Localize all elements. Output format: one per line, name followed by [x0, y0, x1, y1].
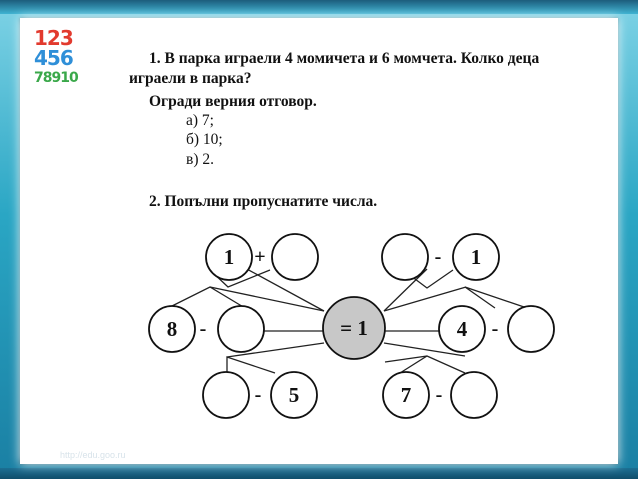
worksheet-slide: 123 456 78910 1. В парка играели 4 момич…: [20, 18, 618, 464]
circle-bottom-right-a: [382, 371, 430, 419]
task1-instruction: Огради верния отговор.: [149, 93, 317, 110]
pair-bottom-left: - 5: [202, 371, 318, 419]
task1-line2: играели в парка?: [129, 70, 252, 87]
value-top-left-a: 1: [224, 245, 235, 269]
connector-bottom-right-2: [384, 355, 428, 363]
logo-row-1: 123: [34, 26, 74, 50]
task1-option-a: а) 7;: [186, 112, 214, 129]
circle-bottom-right-b[interactable]: [450, 371, 498, 419]
connector-bottom-left: [226, 342, 325, 358]
circle-top-right-b: [452, 233, 500, 281]
circle-mid-right-a: [438, 305, 486, 353]
value-center: = 1: [340, 316, 368, 340]
circle-mid-left-a: [148, 305, 196, 353]
value-bottom-right-a: 7: [401, 383, 412, 407]
logo-row-2: 456: [34, 46, 74, 70]
value-top-right-b: 1: [471, 245, 482, 269]
watermark: http://edu.goo.ru: [60, 450, 126, 460]
pair-mid-left: 8 -: [148, 305, 265, 353]
connector-top-right-2: [383, 268, 428, 312]
logo-row-3: 78910: [34, 70, 79, 86]
circle-center: [322, 296, 386, 360]
task1-line1: 1. В парка играели 4 момичета и 6 момчет…: [149, 50, 540, 67]
connector-bottom-right: [383, 342, 466, 357]
pair-top-right: - 1: [381, 233, 500, 281]
number-web-diagram: 1 + - 1 8 - = 1 4: [148, 233, 555, 419]
circle-top-left-b[interactable]: [271, 233, 319, 281]
circle-mid-left-b[interactable]: [217, 305, 265, 353]
circle-top-left-a: [205, 233, 253, 281]
frame-bottom: [0, 468, 638, 479]
op-top-right: -: [435, 246, 442, 268]
branch-mid-left: [167, 286, 246, 309]
circle-bottom-left-b: [270, 371, 318, 419]
connector-top-left: [209, 286, 325, 312]
pair-bottom-right: 7 -: [382, 371, 498, 419]
op-bottom-right: -: [436, 384, 443, 406]
task2-title: 2. Попълни пропуснатите числа.: [149, 193, 378, 210]
op-bottom-left: -: [255, 384, 262, 406]
branch-bottom-left: [226, 356, 276, 374]
task1-option-b: б) 10;: [186, 131, 223, 148]
value-bottom-left-b: 5: [289, 383, 300, 407]
circle-top-right-a[interactable]: [381, 233, 429, 281]
circle-bottom-left-a[interactable]: [202, 371, 250, 419]
pair-top-left: 1 +: [205, 233, 319, 281]
connector-top-right: [383, 286, 467, 312]
branch-mid-right: [464, 286, 528, 309]
branch-bottom-right: [399, 355, 466, 374]
op-mid-right: -: [492, 318, 499, 340]
circle-mid-right-b[interactable]: [507, 305, 555, 353]
task1-option-c: в) 2.: [186, 151, 214, 168]
op-mid-left: -: [200, 318, 207, 340]
pair-mid-right: 4 -: [438, 305, 555, 353]
numbers-logo-icon: 123 456 78910: [34, 28, 96, 88]
center-node: = 1: [322, 296, 386, 360]
op-top-left: +: [254, 246, 265, 268]
value-mid-right-a: 4: [457, 317, 468, 341]
value-mid-left-a: 8: [167, 317, 178, 341]
frame-top: [0, 0, 638, 14]
